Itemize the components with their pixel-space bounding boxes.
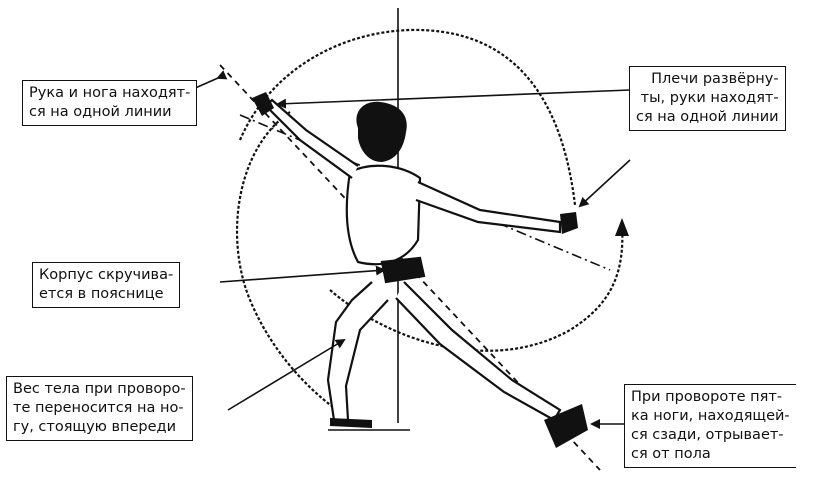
callout-line: ся на одной линии [636, 108, 779, 127]
arrow-shoulders [580, 160, 630, 206]
figure-head [356, 102, 406, 162]
callout-line: ся сзади, отрывает- [631, 426, 790, 445]
callout-arm-leg-line: Рука и нога находят- ся на одной линии [22, 80, 197, 126]
callout-line: ется в пояснице [39, 285, 173, 304]
callout-line: Плечи развёрну- [636, 70, 779, 89]
callout-line: ся на одной линии [29, 103, 190, 122]
callout-line: При провороте пят- [631, 388, 790, 407]
arrow-arm-leg-to-hand [278, 90, 630, 104]
figure-front-leg [328, 282, 388, 420]
arrow-weight [228, 340, 344, 410]
figure-right-hand [560, 212, 578, 234]
callout-line: ся от пола [631, 445, 790, 464]
callout-line: Рука и нога находят- [29, 84, 190, 103]
figure-torso [347, 166, 420, 264]
figure-right-arm [416, 182, 560, 232]
martial-artist-figure [252, 92, 588, 448]
figure-belt [382, 258, 424, 282]
callout-line: ты, руки находят- [636, 89, 779, 108]
callout-shoulders-turned: Плечи развёрну- ты, руки находят- ся на … [629, 66, 786, 131]
callout-line: гу, стоящую впереди [13, 418, 186, 437]
callout-line: ка ноги, находящей- [631, 407, 790, 426]
callout-line: те переносится на но- [13, 399, 186, 418]
callout-heel-lifts: При провороте пят- ка ноги, находящей- с… [624, 384, 796, 468]
callout-line: Вес тела при проворо- [13, 380, 186, 399]
arrow-torso [220, 270, 384, 282]
figure-front-foot [330, 418, 372, 428]
callout-weight-transfer: Вес тела при проворо- те переносится на … [6, 376, 193, 441]
trajectory-arrowhead [615, 218, 629, 236]
figure-left-arm [266, 100, 358, 178]
callout-torso-twists: Корпус скручива- ется в пояснице [32, 262, 180, 308]
callout-line: Корпус скручива- [39, 266, 173, 285]
figure-back-leg [396, 282, 560, 420]
